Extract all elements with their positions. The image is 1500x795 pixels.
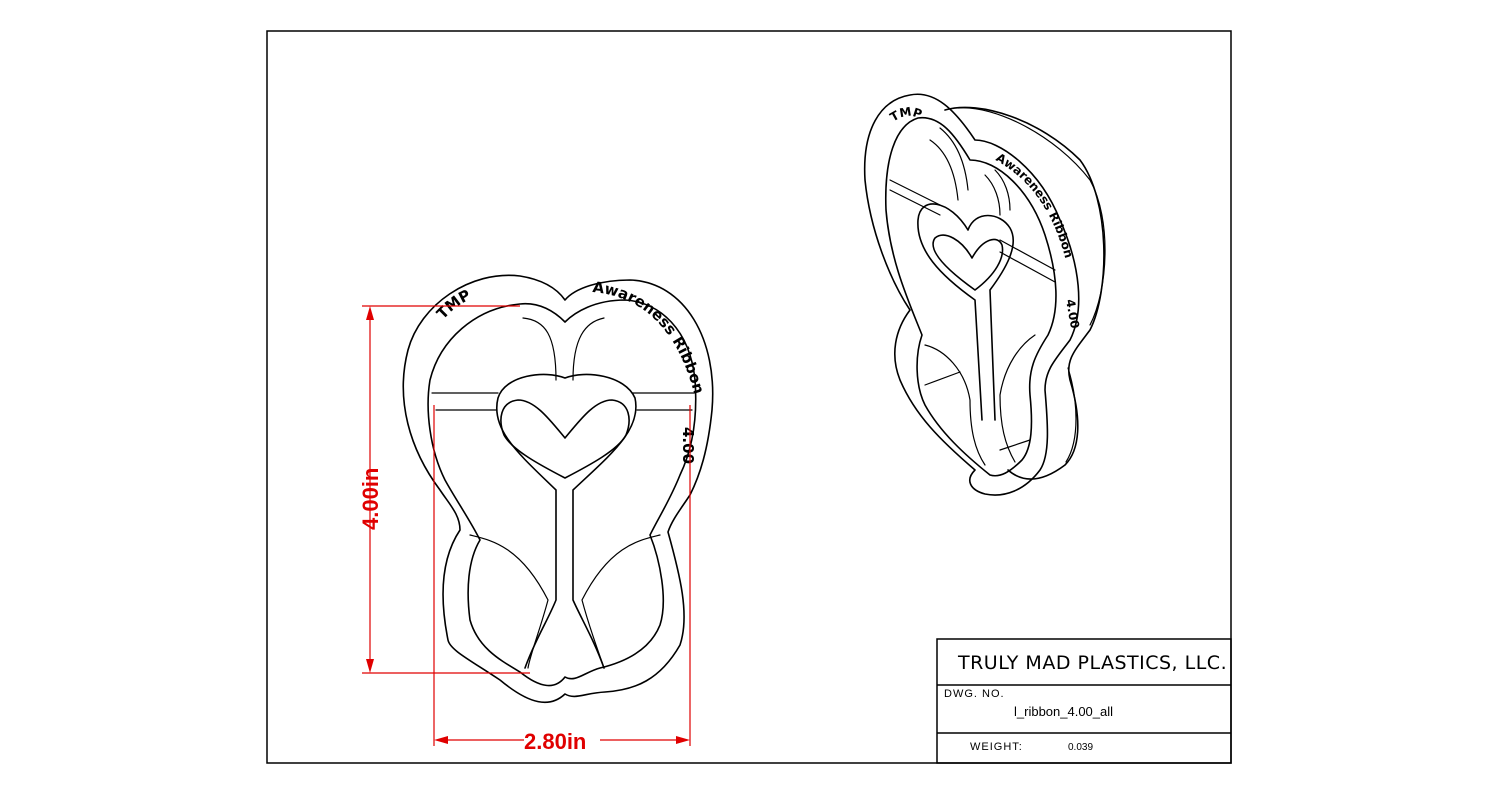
weight-value: 0.039 bbox=[1068, 742, 1093, 753]
dwg-no-value: l_ribbon_4.00_all bbox=[1014, 704, 1113, 719]
iso-tail-right bbox=[999, 334, 1036, 463]
iso-heart-inner bbox=[932, 234, 1004, 291]
heart-ring-outer bbox=[495, 373, 637, 669]
emboss-size: 4.00 bbox=[679, 427, 697, 464]
dimension-width-label: 2.80in bbox=[524, 729, 586, 754]
iso-inner-outline bbox=[884, 117, 1057, 477]
outer-outline bbox=[402, 274, 714, 703]
isometric-view: TMP Awareness Ribbon 4.00 bbox=[863, 93, 1106, 496]
iso-emboss-tmp: TMP bbox=[888, 104, 924, 124]
iso-emboss-size: 4.00 bbox=[1063, 298, 1082, 330]
divider-right bbox=[572, 317, 605, 381]
title-block: TRULY MAD PLASTICS, LLC. DWG. NO. l_ribb… bbox=[936, 638, 1232, 764]
weight-label: WEIGHT: bbox=[970, 741, 1023, 753]
iso-back-shell bbox=[944, 106, 1105, 480]
dimension-height: 4.00in bbox=[358, 305, 530, 674]
iso-wall-right bbox=[984, 169, 1011, 216]
front-view: TMP Awareness Ribbon 4.00 bbox=[402, 274, 714, 703]
iso-heart-ring bbox=[917, 203, 1015, 421]
ribbon-tail-right bbox=[581, 534, 661, 669]
iso-tail-left bbox=[924, 344, 986, 466]
company-name: TRULY MAD PLASTICS, LLC. bbox=[957, 652, 1227, 674]
iso-crossbar bbox=[889, 179, 1056, 283]
divider-left bbox=[522, 317, 557, 381]
inner-outline bbox=[427, 299, 697, 687]
dwg-no-label: DWG. NO. bbox=[944, 688, 1005, 700]
iso-outer-outline bbox=[863, 93, 1080, 496]
iso-back-shell-ridge-1 bbox=[957, 107, 1106, 326]
iso-back-shell-ridge-2 bbox=[1065, 367, 1077, 463]
heart-inner bbox=[500, 399, 630, 479]
ribbon-tail-left bbox=[469, 534, 549, 669]
drawing-border bbox=[266, 30, 1232, 764]
iso-wall-left bbox=[929, 127, 969, 201]
dimension-height-label: 4.00in bbox=[358, 468, 383, 530]
dimension-width: 2.80in bbox=[433, 405, 691, 754]
